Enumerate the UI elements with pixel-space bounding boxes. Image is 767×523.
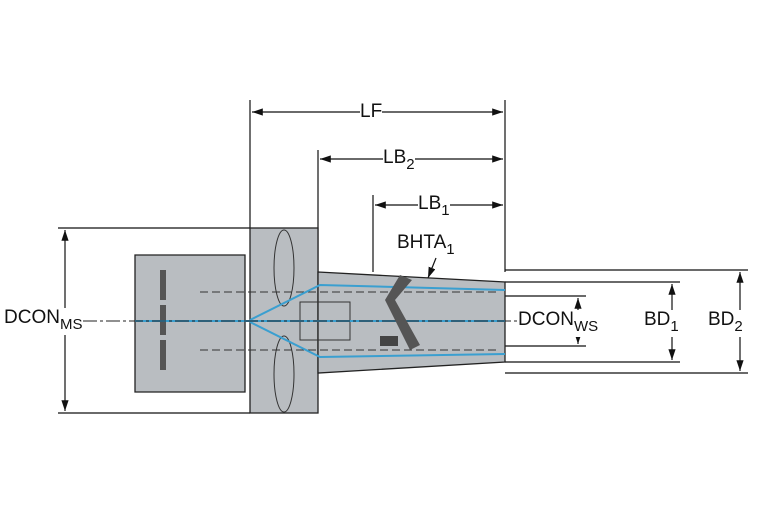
dim-bhta1-label: BHTA1 (397, 232, 455, 259)
extension-lines (58, 100, 748, 414)
dim-lf-label: LF (360, 101, 383, 122)
dim-dcon-ms-label: DCONMS (4, 307, 83, 335)
dim-bd2-label: BD2 (708, 309, 743, 337)
dim-bd1-label: BD1 (644, 309, 679, 337)
dim-dcon-ws-label: DCONWS (518, 309, 599, 337)
dim-lb2-label: LB2 (383, 147, 415, 175)
dim-lb1-label: LB1 (418, 193, 450, 221)
holder-body (60, 227, 520, 414)
